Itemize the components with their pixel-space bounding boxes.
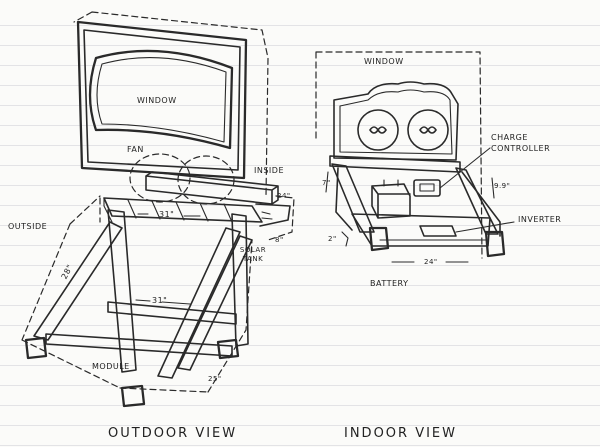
- indoor-fan-right: [407, 109, 449, 151]
- outdoor-window-frame: [76, 20, 248, 180]
- outdoor-front-right-leg: [231, 213, 249, 347]
- indoor-charge-controller: [413, 179, 441, 197]
- outdoor-dim-31-bottom: 31": [152, 296, 168, 305]
- outdoor-crossbar: [145, 171, 279, 205]
- indoor-battery: [371, 183, 411, 219]
- outdoor-wall-outline: [73, 11, 269, 197]
- outdoor-dim-25: 25": [208, 375, 222, 383]
- outdoor-fan-left: [129, 153, 191, 203]
- indoor-charge-controller-label-1: CHARGE: [491, 133, 528, 142]
- outdoor-window-pane: [88, 49, 234, 150]
- outdoor-dim-24-side: 24": [277, 192, 291, 200]
- indoor-view-caption: INDOOR VIEW: [344, 426, 457, 441]
- indoor-dim-24: 24": [424, 258, 438, 266]
- outdoor-bottom-rail: [107, 301, 237, 325]
- outdoor-view-caption: OUTDOOR VIEW: [108, 426, 238, 441]
- outdoor-foot-left: [24, 336, 48, 360]
- indoor-window-frame: [333, 81, 459, 161]
- outdoor-window-label: WINDOW: [137, 96, 177, 105]
- outdoor-view-sketch: [21, 11, 295, 408]
- outdoor-dim-8: 8": [275, 236, 284, 244]
- outdoor-solar-tank-label: SOLAR TANK: [239, 246, 267, 264]
- outdoor-module-outline: [21, 195, 253, 393]
- outdoor-front-left-leg: [107, 209, 137, 373]
- indoor-corner-block-right: [484, 230, 506, 258]
- indoor-battery-label: BATTERY: [370, 279, 409, 288]
- indoor-dim-2: 2": [328, 235, 337, 243]
- outdoor-foot-right: [120, 384, 146, 408]
- indoor-fan-left: [357, 109, 399, 151]
- indoor-dim-99: 9.9": [494, 182, 511, 190]
- outdoor-right-brace: [157, 227, 241, 379]
- indoor-corner-block-left: [368, 226, 390, 252]
- indoor-box-left: [331, 163, 375, 233]
- outdoor-left-brace: [33, 221, 123, 341]
- indoor-inverter-label: INVERTER: [518, 215, 562, 224]
- outdoor-module-label: MODULE: [92, 362, 130, 371]
- outdoor-dim-31-top: 31": [159, 210, 175, 219]
- indoor-inverter: [419, 225, 457, 237]
- indoor-wall-outline: [315, 51, 483, 259]
- indoor-view-sketch: [315, 51, 515, 263]
- outdoor-inside-label: INSIDE: [254, 166, 284, 175]
- outdoor-outside-label: OUTSIDE: [8, 222, 48, 231]
- indoor-charge-controller-label-2: CONTROLLER: [491, 144, 551, 153]
- outdoor-fan-label: FAN: [127, 145, 144, 154]
- indoor-window-label: WINDOW: [364, 57, 404, 66]
- indoor-dim-7: 7": [322, 179, 331, 187]
